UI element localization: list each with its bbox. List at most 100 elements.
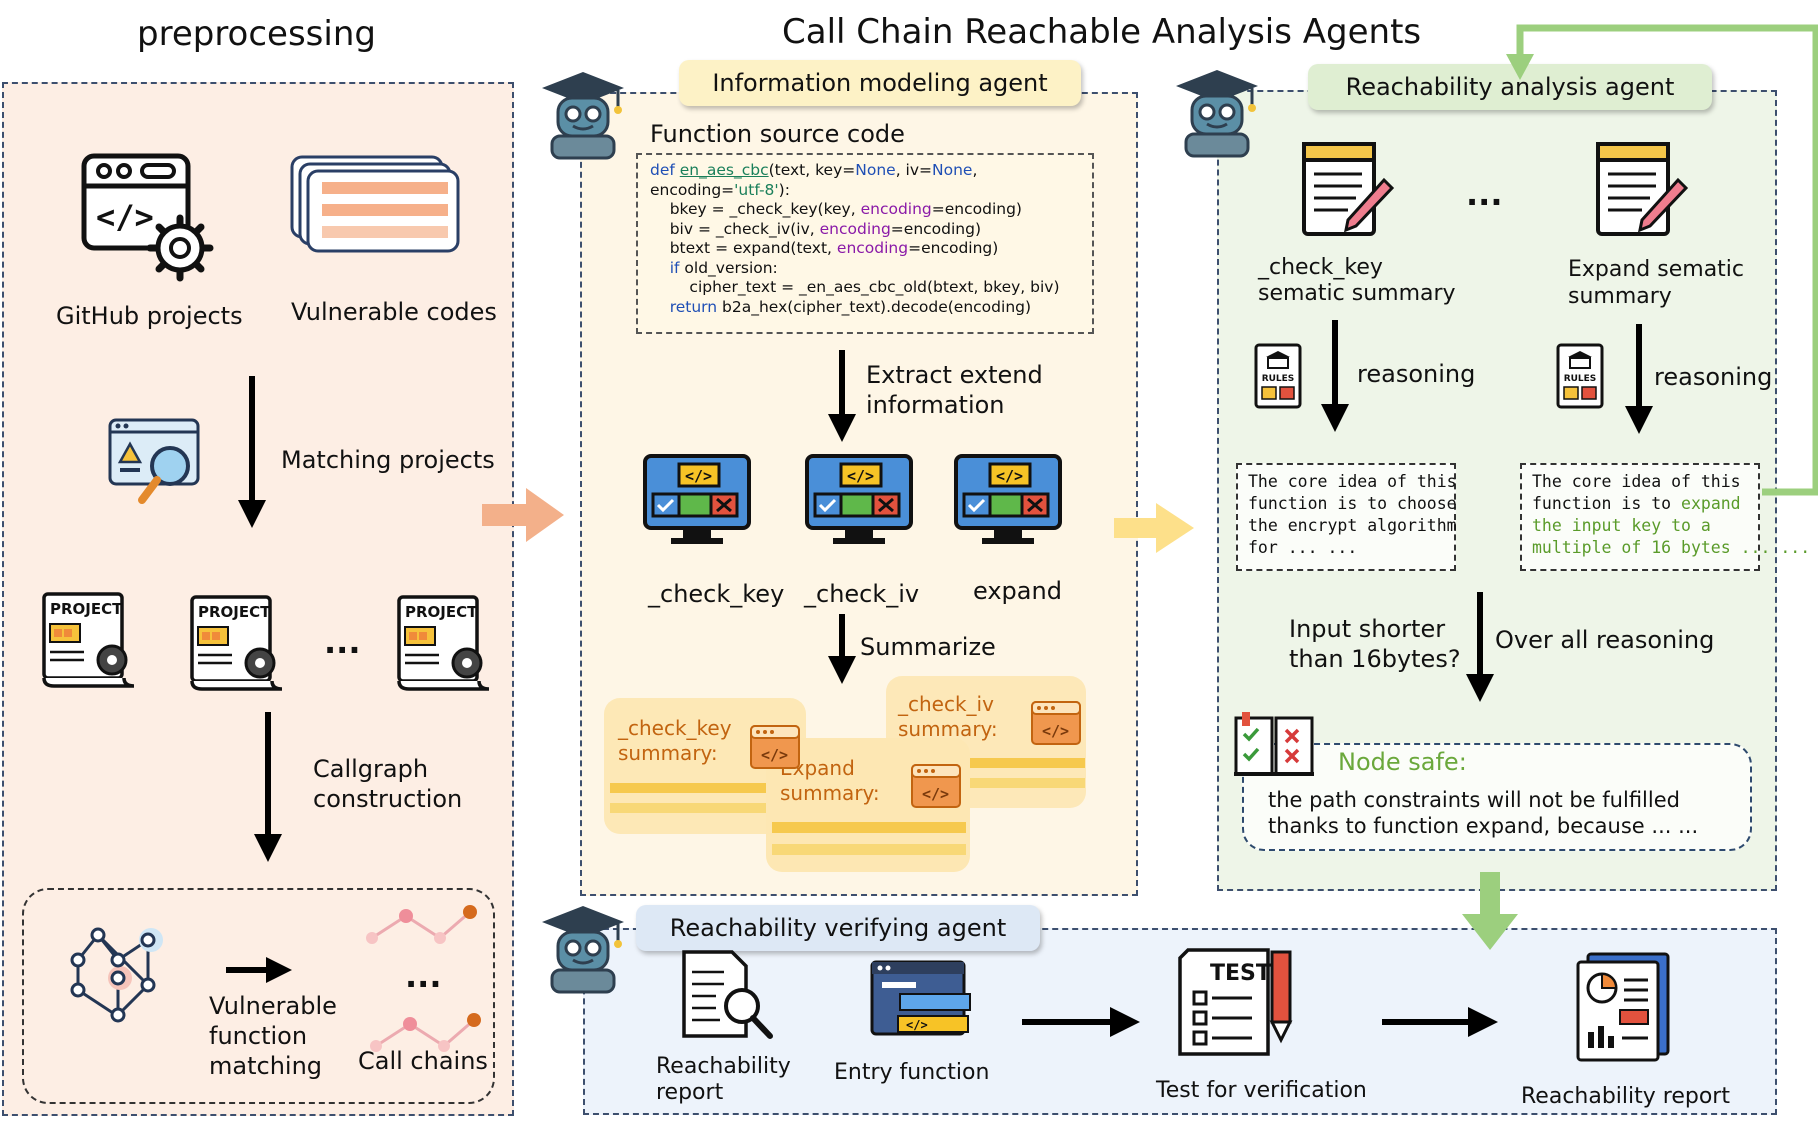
callgraph-label-1: Callgraph (313, 755, 429, 783)
report-magnifier-icon (682, 950, 773, 1039)
search-window-icon (108, 418, 200, 504)
code-window-icon: </> (911, 764, 961, 808)
vfm-label-2: function (209, 1022, 308, 1050)
down-arrow (828, 350, 856, 442)
check-iv-card-sub: summary: (898, 717, 998, 741)
reasoning-label-1: reasoning (1357, 360, 1476, 388)
entry-function-icon: </> (870, 960, 971, 1036)
project-document-icon: PROJECT (190, 595, 283, 691)
matching-projects-label: Matching projects (281, 446, 495, 474)
projects-ellipsis: ... (324, 623, 361, 661)
code-monitor-icon: </> (643, 454, 751, 544)
flow-arrow-green (1462, 872, 1518, 950)
vulnerable-codes-label: Vulnerable codes (291, 298, 497, 326)
svg-text:</>: </> (761, 746, 788, 764)
svg-text:PROJECT: PROJECT (405, 603, 478, 621)
node-safe-box (1242, 743, 1752, 851)
svg-text:PROJECT: PROJECT (50, 600, 123, 618)
svg-text:</>: </> (685, 467, 712, 485)
info-agent-title: Information modeling agent (679, 60, 1081, 106)
reasoning-label-2: reasoning (1654, 363, 1773, 391)
down-arrow (1625, 324, 1653, 434)
right-arrow (1022, 1007, 1140, 1037)
flow-arrow-orange (482, 488, 564, 542)
checklist-book-icon (1234, 712, 1314, 776)
card-line (772, 822, 966, 833)
reasoning-box-1: The core idea of this function is to cho… (1236, 463, 1457, 571)
test-sheet-icon: TEST (1178, 948, 1293, 1056)
extract-label-2: information (866, 391, 1005, 419)
entry-function-label: Entry function (834, 1060, 990, 1085)
github-projects-label: GitHub projects (56, 302, 243, 330)
right-arrow (1382, 1007, 1498, 1037)
rules-book-icon: RULES (1556, 343, 1604, 409)
preprocessing-title: preprocessing (137, 14, 376, 54)
card-line (772, 844, 966, 855)
callgraph-box (22, 888, 495, 1104)
verify-agent-title: Reachability verifying agent (636, 905, 1040, 951)
svg-text:PROJECT: PROJECT (198, 603, 271, 621)
project-document-icon: PROJECT (42, 592, 135, 688)
notepad-pencil-icon (1302, 142, 1395, 236)
question-label-1: Input shorter (1289, 615, 1446, 643)
feedback-loop-arrow (1506, 24, 1818, 496)
rule-doc2-title: Expand sematic (1568, 257, 1745, 282)
callgraph-label-2: construction (313, 785, 463, 813)
rules-book-icon: RULES (1254, 343, 1302, 409)
svg-text:RULES: RULES (1564, 374, 1597, 384)
down-arrow (238, 376, 266, 528)
svg-text:RULES: RULES (1262, 374, 1295, 384)
call-chain-icon (366, 905, 477, 944)
svg-text:TEST: TEST (1210, 961, 1271, 986)
overall-reasoning-label: Over all reasoning (1495, 626, 1715, 654)
chains-ellipsis: ... (405, 957, 442, 995)
report-label-1: Reachability (656, 1054, 791, 1079)
down-arrow (254, 712, 282, 862)
code-monitor-icon: </> (954, 454, 1062, 544)
call-chains-label: Call chains (358, 1047, 488, 1075)
code-window-icon: </> (750, 725, 800, 769)
code-monitor-icon: </> (805, 454, 913, 544)
svg-text:</>: </> (906, 1018, 928, 1032)
node-safe-line-1: the path constraints will not be fulfill… (1268, 788, 1680, 812)
rule-doc2-sub: summary (1568, 284, 1672, 309)
notepad-pencil-icon (1596, 142, 1689, 236)
card-line (610, 803, 770, 813)
reasoning-box-2: The core idea of this function is to exp… (1520, 463, 1810, 571)
svg-text:</>: </> (922, 785, 949, 803)
robot-agent-icon (542, 906, 624, 994)
report-label-2: report (656, 1080, 724, 1105)
question-label-2: than 16bytes? (1289, 645, 1461, 673)
vfm-label-3: matching (209, 1052, 323, 1080)
fn-check-iv-label: _check_iv (804, 580, 920, 608)
down-arrow (1466, 592, 1494, 702)
rule-doc1-sub: sematic summary (1258, 281, 1456, 306)
svg-text:</>: </> (847, 467, 874, 485)
summarize-label: Summarize (860, 633, 996, 661)
rule-doc1-title: _check_key (1258, 255, 1383, 280)
source-code-title: Function source code (650, 120, 905, 148)
final-report-icon (1576, 952, 1670, 1062)
card-line (610, 783, 770, 793)
card-line (970, 758, 1085, 768)
github-code-icon: </> (81, 153, 214, 282)
card-line (970, 778, 1085, 788)
flow-arrow-yellow (1114, 503, 1194, 553)
svg-text:</>: </> (96, 198, 154, 236)
down-arrow (1321, 320, 1349, 432)
call-chain-icon (370, 1013, 481, 1052)
project-document-icon: PROJECT (397, 595, 490, 691)
expand-card-sub: summary: (780, 781, 880, 805)
check-iv-card-title: _check_iv (898, 692, 994, 716)
fn-expand-label: expand (973, 577, 1062, 605)
check-key-card-sub: summary: (618, 741, 718, 765)
code-window-icon: </> (1031, 701, 1081, 745)
right-arrow (226, 957, 292, 983)
down-arrow (828, 614, 856, 684)
reach-agent-title: Reachability analysis agent (1308, 64, 1712, 110)
call-graph-icon (70, 927, 163, 1023)
vfm-label-1: Vulnerable (209, 992, 337, 1020)
final-report-label: Reachability report (1521, 1084, 1730, 1109)
node-safe-line-2: thanks to function expand, because ... .… (1268, 814, 1699, 838)
svg-text:</>: </> (1042, 722, 1069, 740)
